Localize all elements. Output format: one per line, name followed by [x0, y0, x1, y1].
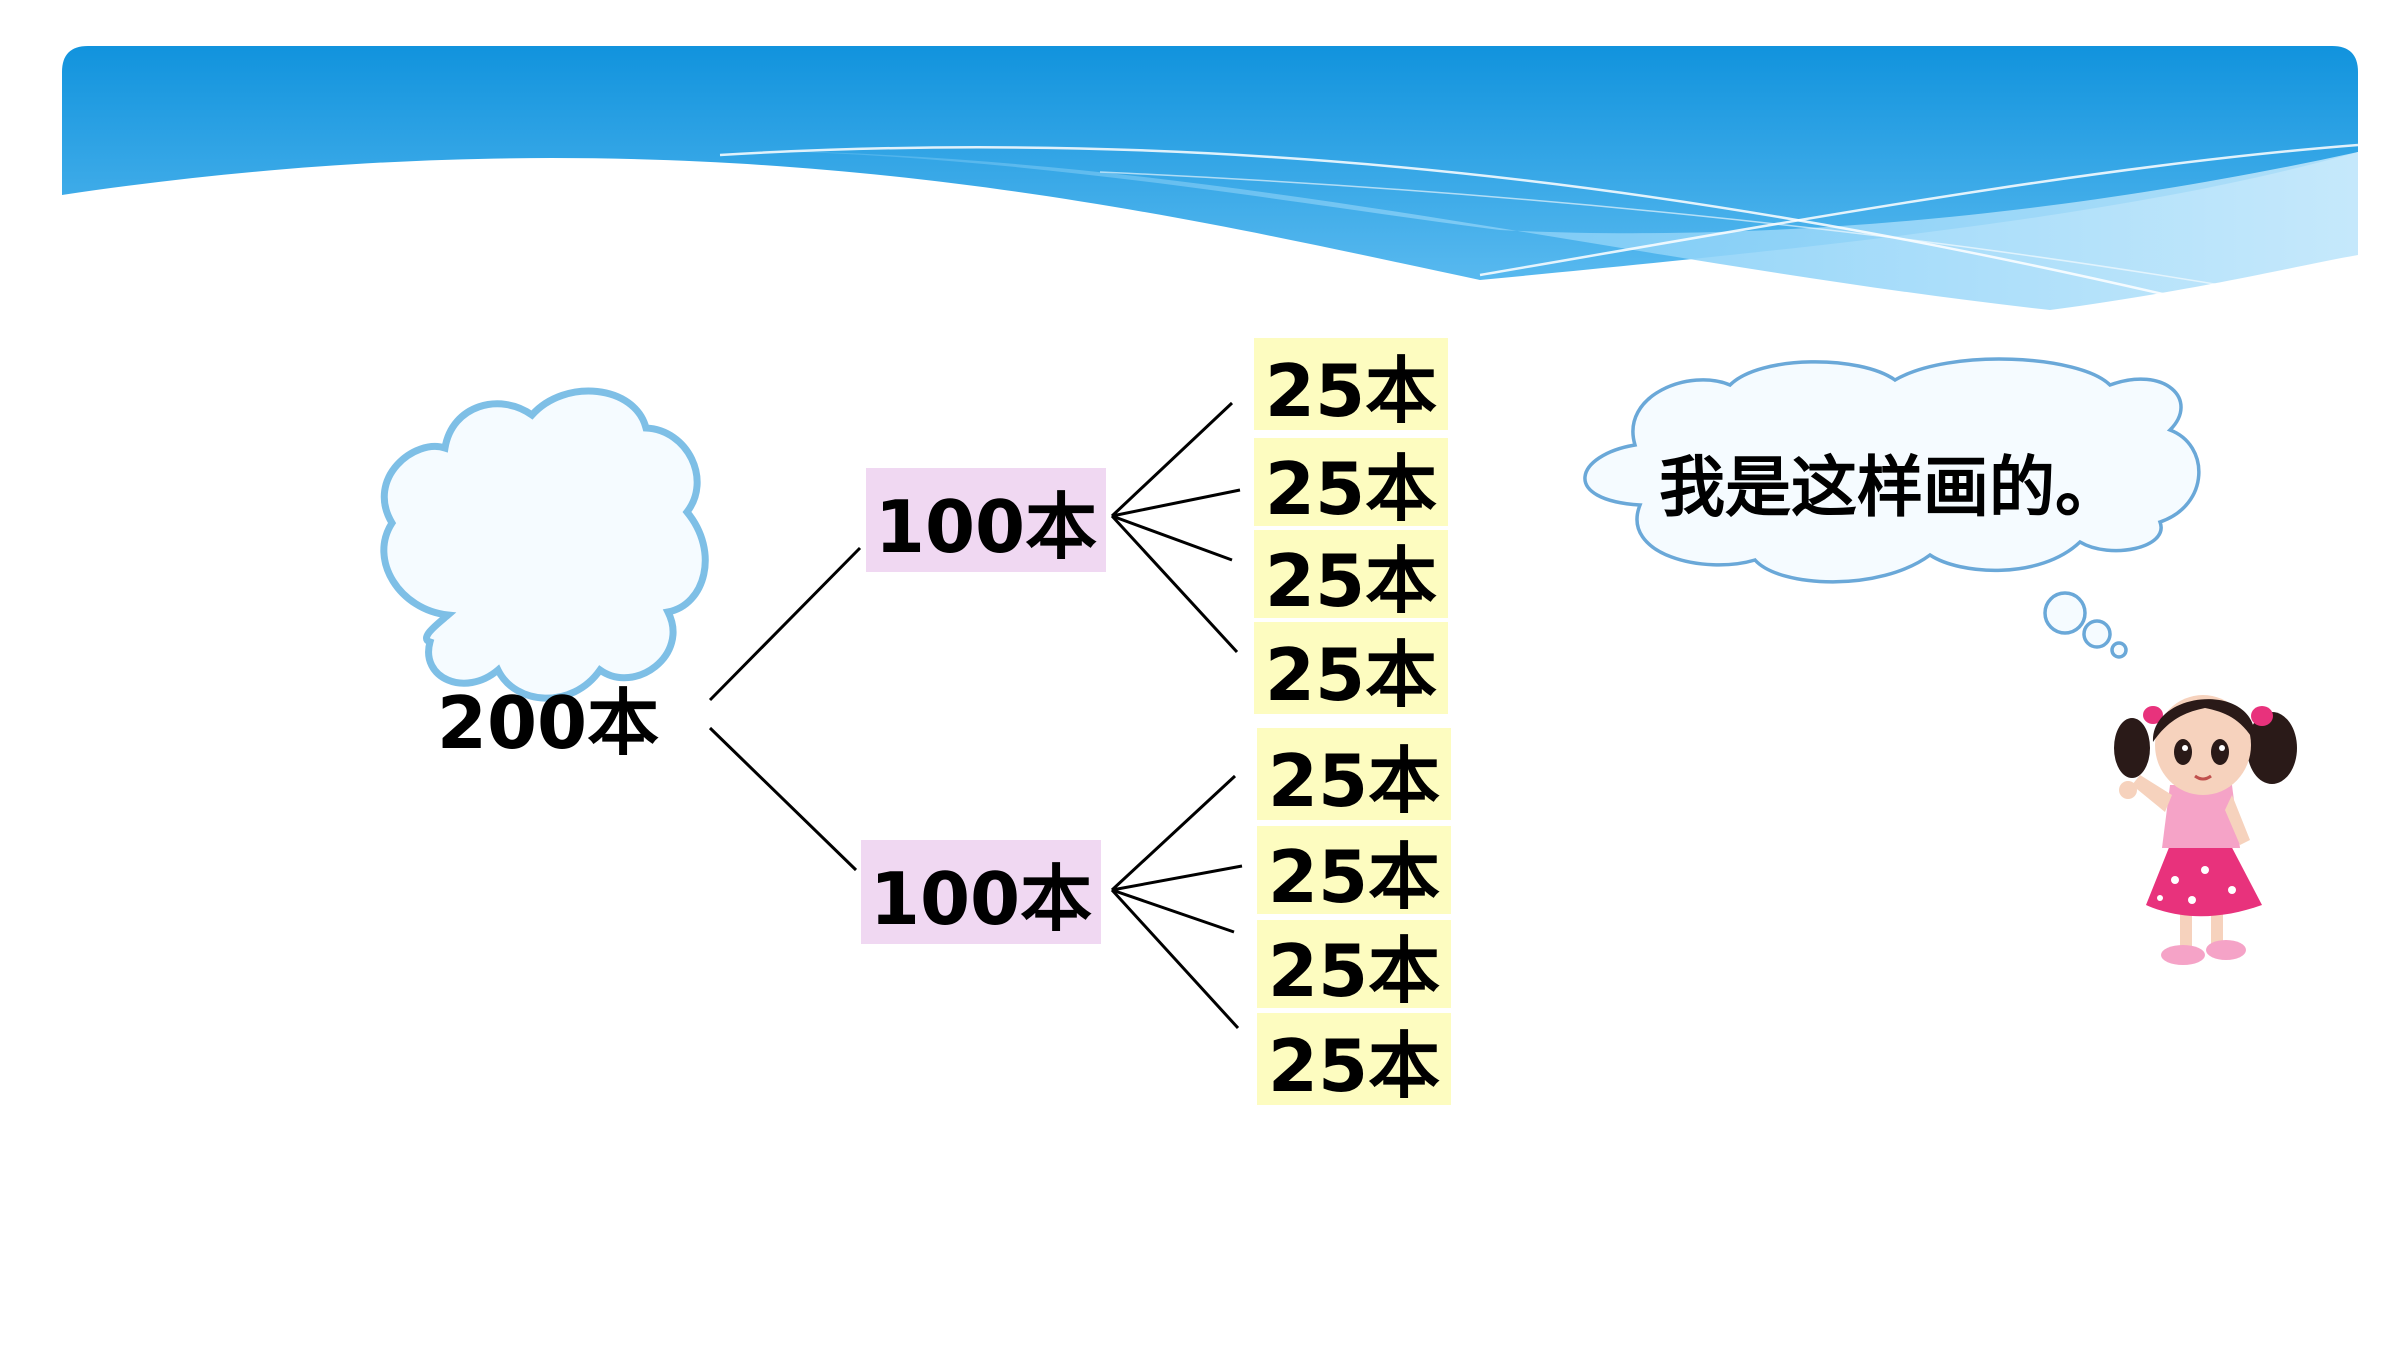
thought-cloud	[1583, 357, 2201, 584]
branch-1-leaf-2: 25本	[1254, 438, 1448, 531]
root-cloud	[380, 387, 709, 702]
header-banner	[62, 46, 2359, 310]
branch-1-connectors	[1110, 401, 1241, 654]
branch-2-node: 100本	[861, 840, 1101, 944]
branch-1-leaf-1: 25本	[1254, 338, 1448, 433]
branch-2-leaf-4: 25本	[1257, 1013, 1451, 1108]
branch-1-leaf-3: 25本	[1254, 530, 1448, 623]
root-connectors	[708, 546, 862, 872]
girl-character-icon	[2114, 695, 2297, 965]
speech-text: 我是这样画的。	[1659, 449, 2121, 526]
branch-2-leaf-2: 25本	[1257, 826, 1451, 919]
branch-1-leaf-4: 25本	[1254, 622, 1448, 717]
branch-2-leaf-3: 25本	[1257, 920, 1451, 1013]
thought-bubble-large	[2043, 591, 2087, 635]
thought-bubble-medium	[2082, 619, 2112, 649]
branch-2-leaf-1: 25本	[1257, 728, 1451, 823]
branch-2-connectors	[1110, 774, 1243, 1030]
branch-1-node: 100本	[866, 468, 1106, 572]
root-node-label: 200本	[436, 680, 660, 765]
thought-bubble-small	[2110, 641, 2128, 659]
